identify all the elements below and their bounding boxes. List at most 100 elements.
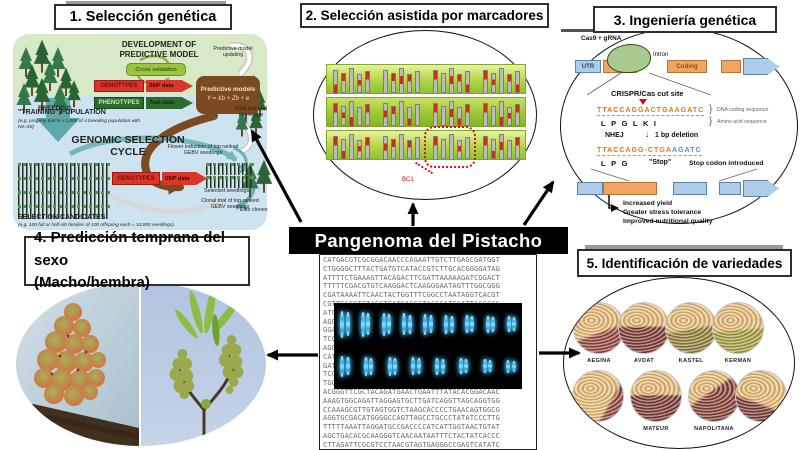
section-marker-assisted-selection: BC1 [313, 30, 537, 200]
gene-end-arrow [743, 58, 779, 75]
cas9-grna-blob [607, 44, 651, 73]
section1-header: 1. Selección genética [54, 4, 232, 30]
tree-icon [235, 110, 249, 137]
karyotype-image [334, 303, 522, 389]
chromosome-bar [483, 136, 488, 160]
chromosome-bar [457, 140, 462, 159]
tree-icon [16, 83, 32, 113]
chromosome-bar [449, 101, 454, 127]
chromosome-bar [407, 74, 412, 93]
nhej-label: NHEJ [605, 132, 624, 139]
variety-photo-aegina [573, 302, 625, 354]
chromosome-pair [482, 359, 493, 373]
brace-icon: } [709, 116, 713, 127]
chromosome-bar [415, 137, 420, 159]
chromosome-pair [387, 356, 398, 376]
utr-box: UTR [575, 60, 601, 73]
edited-gene-box [603, 182, 657, 195]
amino-acids-before: LPGLKI [601, 119, 662, 128]
chromosome-bar [441, 73, 446, 93]
flowchart-decoration [16, 39, 273, 214]
clonal-trial-label: Clonal trial of top ranked GEBV seedling… [201, 198, 259, 211]
chromosome-bar [507, 74, 512, 93]
benefit-item: Greater stress tolerance [623, 209, 702, 217]
variety-photo-kastel [665, 302, 717, 354]
benefits-elbow-arrow [608, 195, 619, 212]
chromosome-bar [391, 139, 396, 159]
tree-icon [33, 77, 51, 111]
snp-data-arrow-2: SNP data [162, 172, 207, 185]
chromosome-bar [491, 73, 496, 93]
chromosome-bar [457, 107, 462, 126]
tree-icon [67, 80, 81, 108]
chromosome-band [326, 130, 526, 160]
genomic-selection-cycle-title: GENOMIC SELECTION CYCLE [71, 134, 185, 159]
chromosome-bar [507, 140, 512, 159]
tree-icon [33, 39, 51, 73]
bc1-callout-box [424, 126, 476, 168]
chromosome-bar [357, 74, 362, 93]
chromosome-group [333, 133, 373, 160]
flower-induction-label: Flower induction of top ranked GEBV seed… [167, 144, 239, 157]
chromosome-bar [399, 101, 404, 127]
chromosome-bar [507, 107, 512, 126]
variety-photo-avdat [618, 302, 670, 354]
chromosome-bar [499, 68, 504, 94]
variety-label: KASTEL [678, 358, 704, 364]
variety-label: NAPOLITANA [694, 426, 734, 432]
chromosome-bar [333, 70, 338, 94]
chromosome-row [340, 351, 516, 381]
phenotypes-box: PHENOTYPES [94, 97, 144, 109]
chromosome-bar [515, 137, 520, 159]
edited-gene-box [719, 182, 741, 195]
section3-header-text: 3. Ingeniería genética [613, 11, 757, 28]
section2-header-text: 2. Selección asistida por marcadores [305, 8, 544, 23]
section3-header: 3. Ingeniería genética [593, 6, 777, 33]
dna-sequence-note: DNA coding sequence [717, 107, 769, 113]
prediction-flow-arrow [141, 112, 218, 195]
edited-gene-box [673, 182, 707, 195]
chromosome-group [483, 100, 523, 127]
benefits-list: Increased yield Greater stress tolerance… [623, 199, 713, 227]
chromosome-group [333, 100, 373, 127]
chromosome-bar [399, 68, 404, 94]
chromosome-bar [349, 134, 354, 160]
cut-site-label: CRISPR/Cas cut site [611, 89, 684, 98]
chromosome-pair [435, 357, 445, 375]
chromosome-bar [483, 103, 488, 127]
cross-validation-pill: Cross validation [126, 63, 186, 76]
section5-header-text: 5. Identificación de variedades [586, 255, 783, 271]
chromosome-bar [365, 104, 370, 126]
section4-header-line2: (Macho/hembra) [34, 274, 150, 292]
section1-header-text: 1. Selección genética [69, 9, 217, 25]
section4-header-line1: 4. Predicción temprana del sexo [34, 229, 225, 269]
variety-label: KERMAN [724, 358, 752, 364]
snp-data-arrow: SNP data [146, 80, 193, 92]
stop-codon-note: Stop codon introduced [689, 160, 764, 167]
chromosome-bar [399, 134, 404, 160]
variety-photo-kerman [712, 302, 764, 354]
chromosome-bar [349, 101, 354, 127]
chromosome-bar [441, 106, 446, 126]
section5-header: 5. Identificación de variedades [577, 249, 792, 277]
chromosome-group [433, 67, 473, 94]
breeding-label: BREEDING [38, 105, 72, 112]
predictive-models-label: Predictive models [200, 85, 256, 93]
predictive-models-box: Predictive models Y = Xb + Zb + e [196, 76, 260, 114]
chromosome-group [383, 100, 423, 127]
chromosome-bar [383, 136, 388, 160]
chromosome-group [333, 67, 373, 94]
variety-label: AEGINA [587, 358, 611, 364]
chromosome-pair [458, 358, 469, 374]
amino-acids-after: LPG [601, 159, 633, 168]
main-title: Pangenoma del Pistacho [314, 229, 543, 251]
chromosome-pair [381, 312, 392, 336]
tree-icon [58, 67, 74, 97]
trait-data-arrow: Trait data [146, 97, 193, 109]
amino-acid-note: Amino acid sequence [717, 119, 767, 125]
field-trial-label: Field trial and phenotype [235, 106, 267, 119]
genome-sequence-panel: CATGACGTCGCGGACAACCCAGAATTGTCTTGAGCGATGG… [319, 254, 537, 450]
tree-icon [50, 47, 66, 77]
selected-seedling-row [206, 176, 254, 188]
